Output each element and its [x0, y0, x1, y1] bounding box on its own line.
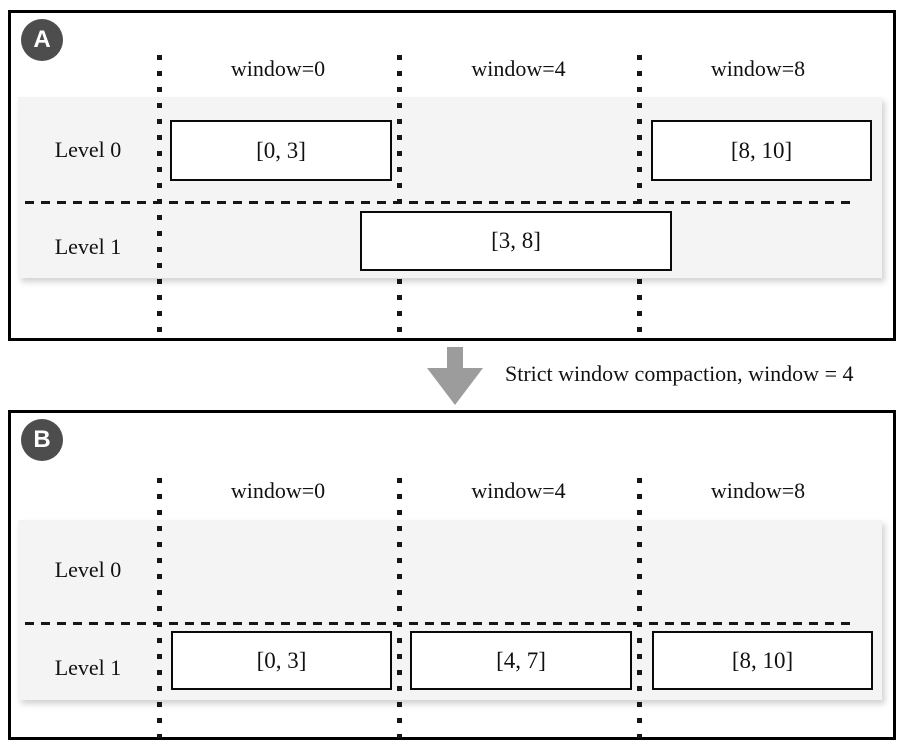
- panel-a-column-header-window4: window=4: [471, 56, 566, 81]
- panel-a-window-boundary-dotted-line-1: [157, 55, 162, 335]
- panel-b-column-header-window4: window=4: [471, 478, 566, 503]
- panel-a-window-boundary-dotted-line-3: [637, 55, 642, 335]
- panel-b-row-label-level0: Level 0: [54, 557, 122, 582]
- panel-a-column-header-window0: window=0: [230, 56, 326, 81]
- panel-b-row-label-level1: Level 1: [54, 655, 122, 680]
- panel-b-sst-box-level1-window0: [0, 3]: [171, 631, 392, 690]
- panel-a-badge: A: [21, 19, 63, 61]
- panel-b-window-boundary-dotted-line-3: [637, 478, 642, 738]
- panel-a-row-label-level0: Level 0: [54, 137, 122, 162]
- panel-b-sst-box-level1-window8: [8, 10]: [652, 631, 873, 690]
- panel-a-sst-box-level1-spanning: [3, 8]: [360, 211, 672, 271]
- panel-b-column-header-window8: window=8: [710, 478, 806, 503]
- panel-b-badge: B: [21, 419, 63, 461]
- panel-a-sst-box-level0-window0: [0, 3]: [170, 120, 392, 181]
- panel-a-sst-box-level0-window8: [8, 10]: [651, 120, 872, 181]
- panel-b: B window=0 window=4 window=8 Level 0 Lev…: [8, 410, 896, 740]
- down-arrow-icon-head: [427, 368, 483, 405]
- panel-b-window-boundary-dotted-line-2: [397, 478, 402, 738]
- panel-a-column-header-window8: window=8: [710, 56, 806, 81]
- panel-a-window-boundary-dotted-line-2: [397, 55, 402, 335]
- panel-a: A window=0 window=4 window=8 Level 0 Lev…: [8, 10, 896, 341]
- panel-b-column-header-window0: window=0: [230, 478, 326, 503]
- transition-label: Strict window compaction, window = 4: [505, 361, 854, 386]
- panel-b-level-divider-dashed-line: [25, 622, 857, 625]
- panel-a-row-label-level1: Level 1: [54, 234, 122, 259]
- down-arrow-icon: [447, 347, 463, 369]
- panel-b-window-boundary-dotted-line-1: [157, 478, 162, 738]
- panel-b-sst-box-level1-window4: [4, 7]: [410, 631, 632, 690]
- panel-a-level-divider-dashed-line: [25, 201, 857, 204]
